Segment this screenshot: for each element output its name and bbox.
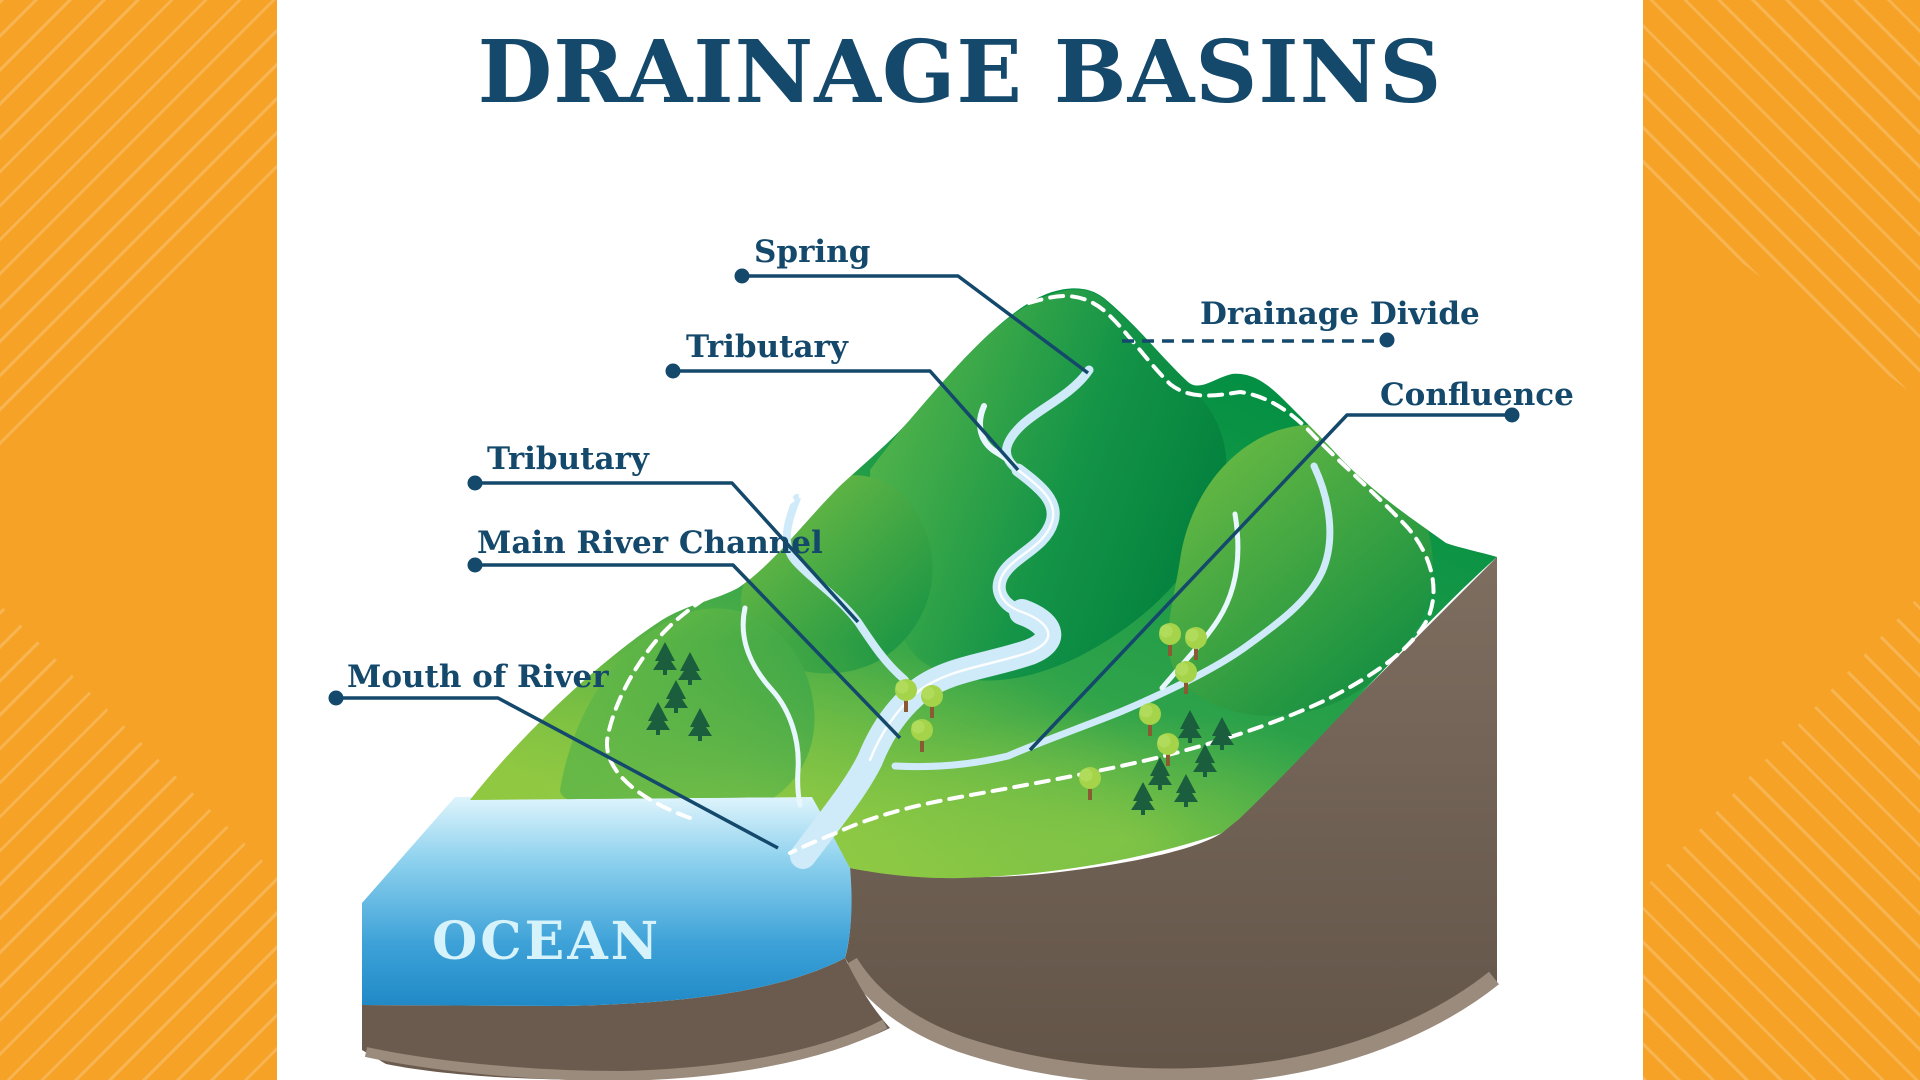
drainage-divide-dashed-line — [604, 294, 1436, 855]
ocean-surface — [362, 796, 852, 1006]
leader-dot-spring — [734, 268, 750, 284]
soil-block — [362, 557, 1499, 1080]
leader-tributary-lower — [475, 481, 860, 624]
central-mountain — [870, 289, 1227, 681]
leader-mouth-of-river — [336, 696, 779, 850]
leader-dot-mouth-of-river — [328, 690, 344, 706]
leader-confluence — [1028, 413, 1512, 752]
label-tributary-lower: Tributary — [487, 441, 649, 477]
soil-under-ocean — [362, 958, 890, 1080]
coastal-stream — [740, 605, 803, 808]
leader-dot-confluence — [1504, 407, 1520, 423]
front-edge-glow — [820, 710, 1420, 879]
soil-bottom-strip — [843, 957, 1499, 1080]
leader-spring — [742, 274, 1090, 375]
soil-under-ocean-strip — [364, 1019, 888, 1080]
river-centerline — [868, 468, 1055, 762]
leader-dot-drainage-divide — [1379, 332, 1395, 348]
label-ocean: OCEAN — [432, 911, 662, 972]
leader-dot-tributary-lower — [467, 475, 483, 491]
right-dome-hill — [1168, 424, 1433, 716]
label-main-river-channel: Main River Channel — [477, 525, 823, 561]
label-drainage-divide: Drainage Divide — [1200, 296, 1480, 332]
leader-dot-main-river-channel — [467, 557, 483, 573]
soil-right-face — [845, 557, 1497, 1080]
right-orange-stripe-panel — [1643, 0, 1920, 1080]
label-confluence: Confluence — [1380, 377, 1574, 413]
leader-lines — [328, 268, 1520, 850]
leader-dot-tributary-upper — [665, 363, 681, 379]
label-spring: Spring — [754, 234, 871, 270]
leader-tributary-upper — [673, 369, 1020, 472]
leader-main-river-channel — [475, 563, 902, 740]
left-orange-stripe-panel — [0, 0, 277, 1080]
label-mouth-of-river: Mouth of River — [347, 659, 609, 695]
label-tributary-upper: Tributary — [686, 329, 848, 365]
left-tributary-stream — [782, 494, 909, 684]
page-title: DRAINAGE BASINS — [477, 22, 1443, 123]
